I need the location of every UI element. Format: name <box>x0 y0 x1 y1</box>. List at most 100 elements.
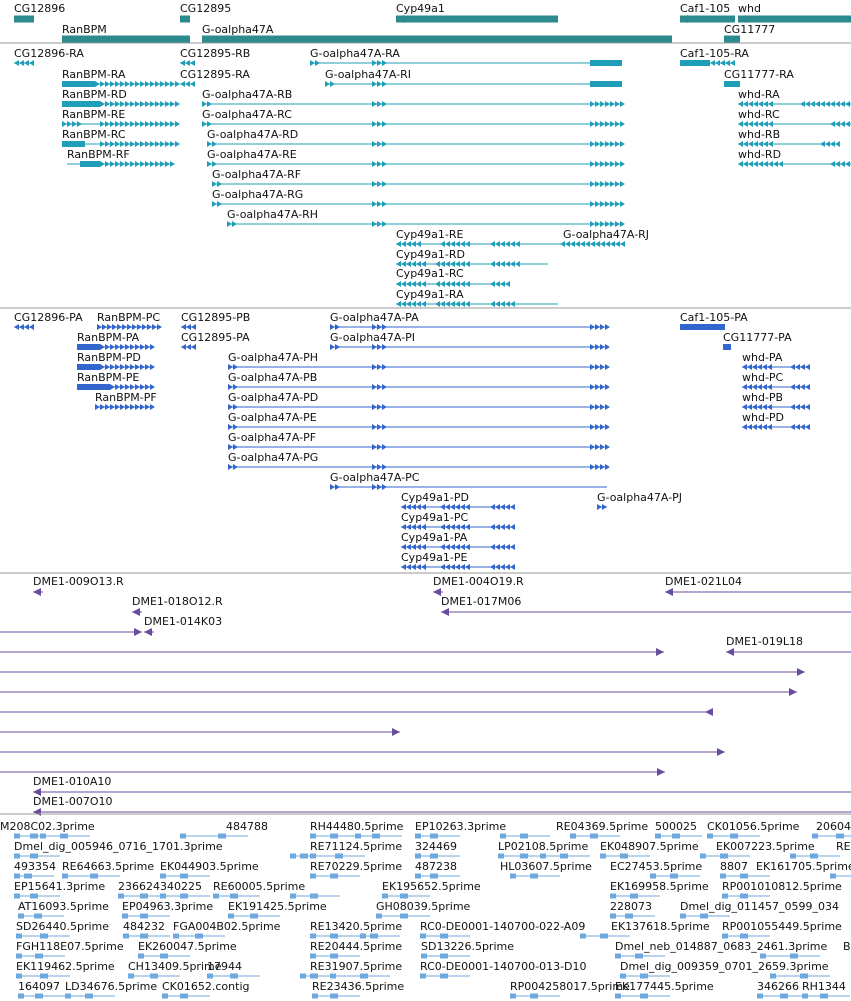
feature-bar[interactable] <box>230 973 238 979</box>
feature-bar[interactable] <box>440 973 448 979</box>
feature-bar[interactable] <box>80 161 100 167</box>
feature-bar[interactable] <box>640 973 648 979</box>
feature-bar[interactable] <box>180 893 188 899</box>
feature-bar[interactable] <box>16 933 22 939</box>
est-feature[interactable] <box>420 973 470 979</box>
feature-bar[interactable] <box>30 833 38 839</box>
feature-bar[interactable] <box>40 933 48 939</box>
feature-bar[interactable] <box>312 993 318 999</box>
est-feature[interactable] <box>420 933 470 939</box>
feature-bar[interactable] <box>118 893 124 899</box>
clone-feature[interactable] <box>0 748 725 756</box>
est-feature[interactable] <box>14 873 54 879</box>
feature[interactable] <box>742 384 810 390</box>
feature-bar[interactable] <box>498 853 504 859</box>
feature-bar[interactable] <box>415 873 421 879</box>
feature[interactable] <box>77 344 155 350</box>
feature[interactable] <box>228 364 610 370</box>
est-feature[interactable] <box>330 973 390 979</box>
feature-bar[interactable] <box>230 893 238 899</box>
feature-bar[interactable] <box>625 913 633 919</box>
feature-bar[interactable] <box>810 853 818 859</box>
feature[interactable] <box>228 444 610 450</box>
est-feature[interactable] <box>421 953 470 959</box>
feature[interactable] <box>67 161 175 167</box>
feature-bar[interactable] <box>360 973 368 979</box>
feature-bar[interactable] <box>330 993 338 999</box>
feature-bar[interactable] <box>740 873 748 879</box>
est-feature[interactable] <box>570 833 620 839</box>
est-feature[interactable] <box>213 893 260 899</box>
feature[interactable] <box>724 81 740 87</box>
feature-bar[interactable] <box>62 35 190 43</box>
feature-bar[interactable] <box>580 933 586 939</box>
feature-bar[interactable] <box>40 973 48 979</box>
feature-bar[interactable] <box>85 993 93 999</box>
feature-bar[interactable] <box>77 344 100 350</box>
feature-bar[interactable] <box>34 913 42 919</box>
clone-feature[interactable] <box>33 808 851 816</box>
est-feature[interactable] <box>16 953 65 959</box>
clone-feature[interactable] <box>0 708 713 716</box>
feature-bar[interactable] <box>500 833 506 839</box>
est-feature[interactable] <box>18 913 64 919</box>
feature-bar[interactable] <box>615 993 621 999</box>
clone-feature[interactable] <box>665 588 851 596</box>
est-feature[interactable] <box>123 933 170 939</box>
feature-bar[interactable] <box>722 893 728 899</box>
est-feature[interactable] <box>510 993 560 999</box>
feature-bar[interactable] <box>330 933 338 939</box>
feature-bar[interactable] <box>140 913 148 919</box>
est-feature[interactable] <box>615 953 665 959</box>
feature-bar[interactable] <box>730 833 738 839</box>
feature-bar[interactable] <box>680 324 725 330</box>
feature-bar[interactable] <box>620 973 626 979</box>
feature-bar[interactable] <box>738 15 851 23</box>
feature[interactable] <box>227 221 625 227</box>
feature-bar[interactable] <box>620 853 628 859</box>
feature[interactable] <box>742 404 810 410</box>
feature[interactable] <box>207 141 625 147</box>
feature-bar[interactable] <box>836 833 844 839</box>
feature-bar[interactable] <box>382 893 388 899</box>
feature-bar[interactable] <box>160 953 168 959</box>
feature-bar[interactable] <box>430 853 438 859</box>
feature[interactable] <box>680 60 735 66</box>
feature-bar[interactable] <box>724 35 740 43</box>
est-feature[interactable] <box>290 893 340 899</box>
feature-bar[interactable] <box>707 833 713 839</box>
feature-bar[interactable] <box>65 993 71 999</box>
feature-bar[interactable] <box>740 933 748 939</box>
est-feature[interactable] <box>415 833 460 839</box>
feature-bar[interactable] <box>635 953 643 959</box>
feature-bar[interactable] <box>14 853 20 859</box>
est-feature[interactable] <box>310 873 360 879</box>
feature-bar[interactable] <box>62 873 68 879</box>
feature-bar[interactable] <box>680 913 686 919</box>
est-feature[interactable] <box>122 913 170 919</box>
feature[interactable] <box>723 344 731 350</box>
clone-feature[interactable] <box>33 788 851 796</box>
feature-bar[interactable] <box>520 833 528 839</box>
feature-bar[interactable] <box>802 993 808 999</box>
feature-bar[interactable] <box>570 833 576 839</box>
feature[interactable] <box>202 121 625 127</box>
feature-bar[interactable] <box>540 853 546 859</box>
feature-bar[interactable] <box>430 833 438 839</box>
feature[interactable] <box>742 424 810 430</box>
feature-bar[interactable] <box>310 873 316 879</box>
feature[interactable] <box>62 101 180 107</box>
est-feature[interactable] <box>790 853 840 859</box>
feature[interactable] <box>14 324 34 330</box>
feature-bar[interactable] <box>790 953 798 959</box>
est-feature[interactable] <box>655 833 702 839</box>
feature-bar[interactable] <box>60 833 68 839</box>
feature-bar[interactable] <box>14 15 34 23</box>
feature-bar[interactable] <box>16 953 22 959</box>
feature[interactable] <box>738 121 851 127</box>
est-feature[interactable] <box>757 993 810 999</box>
feature-bar[interactable] <box>330 833 338 839</box>
est-feature[interactable] <box>310 833 360 839</box>
feature-bar[interactable] <box>590 833 598 839</box>
est-feature[interactable] <box>812 833 851 839</box>
